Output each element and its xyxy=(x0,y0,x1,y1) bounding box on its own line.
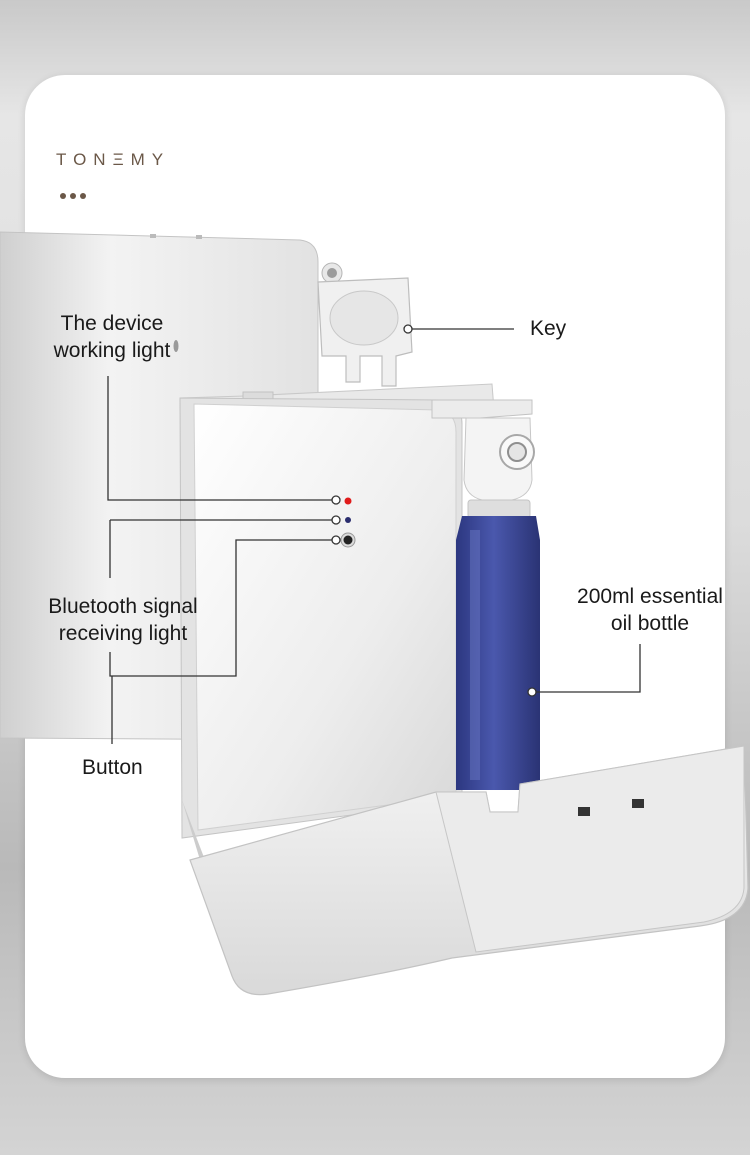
label-button: Button xyxy=(82,756,143,779)
callout-lines xyxy=(107,324,641,744)
pump-head xyxy=(431,399,535,519)
blue-led-icon xyxy=(345,517,351,523)
label-key: Key xyxy=(530,317,567,340)
key-illustration xyxy=(317,262,413,387)
red-led-icon xyxy=(344,497,352,505)
label-oil-bottle: 200ml essential oil bottle xyxy=(577,585,723,635)
label-bluetooth-light: Bluetooth signal receiving light xyxy=(48,595,198,645)
decorative-dots xyxy=(60,193,86,199)
label-working-light: The device working light xyxy=(53,312,171,362)
oil-bottle xyxy=(456,516,540,790)
front-housing xyxy=(179,383,495,860)
brand-logo: TONΞMY xyxy=(56,150,171,169)
open-lid xyxy=(189,745,749,996)
